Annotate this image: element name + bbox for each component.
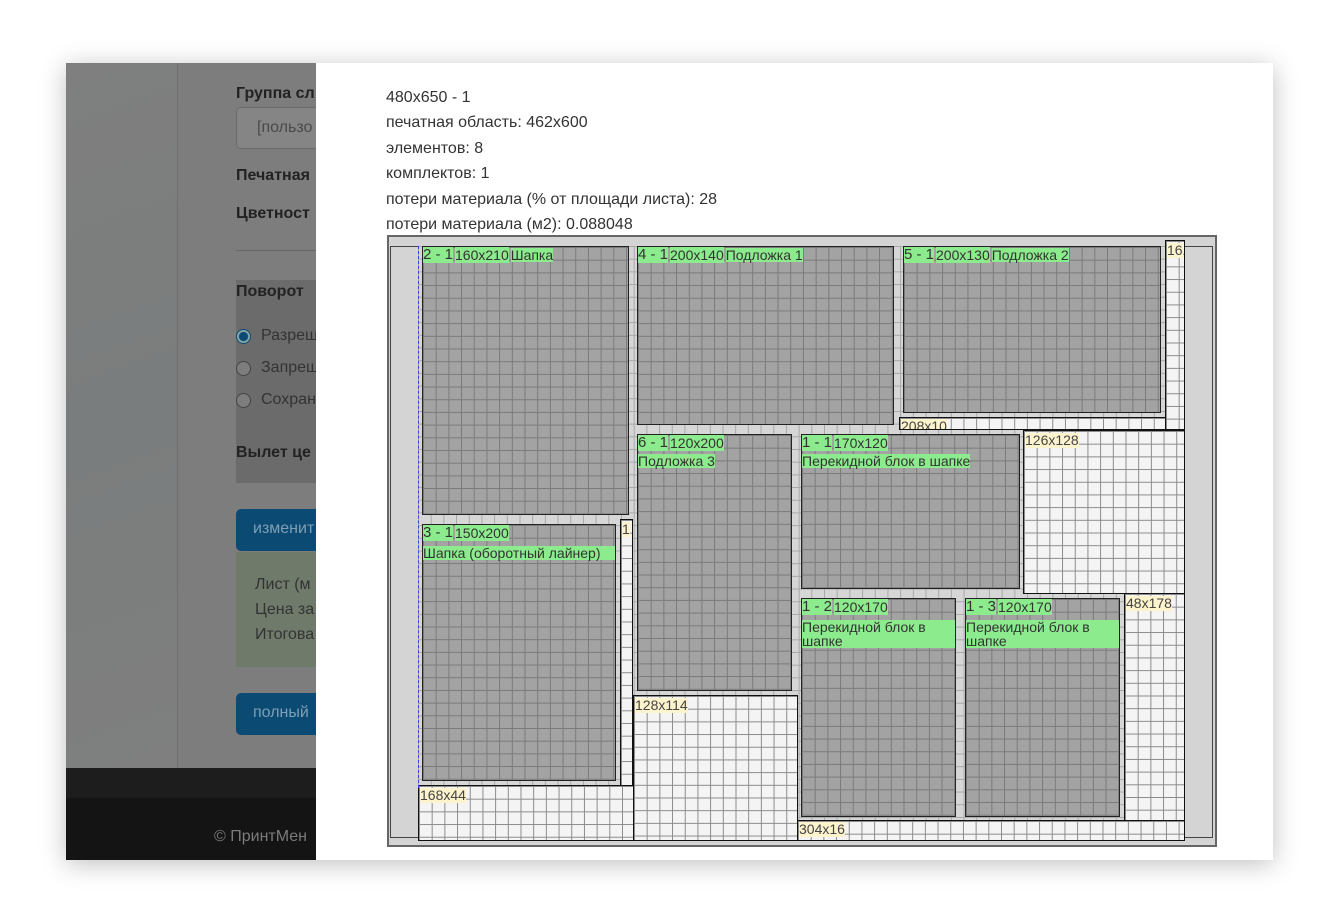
- waste-label: 208x10: [901, 419, 947, 429]
- rotation-radio-forbid[interactable]: [236, 361, 251, 376]
- item-size: 150x200: [455, 525, 509, 541]
- waste-piece: 128x114: [633, 695, 798, 841]
- item-size: 160x210: [455, 247, 509, 263]
- summary-line: Лист (м: [255, 576, 311, 593]
- item-id: 3 - 1: [423, 524, 454, 541]
- waste-label: 128x114: [635, 697, 688, 713]
- item-name: Перекидной блок в шапке: [802, 453, 971, 469]
- info-line: комплектов: 1: [386, 165, 490, 183]
- waste-piece: 16: [1165, 240, 1185, 430]
- waste-piece: 304x16: [797, 820, 1185, 841]
- waste-piece: 48x178: [1124, 593, 1185, 821]
- item-size: 200x140: [670, 247, 724, 263]
- item-size: 200x130: [936, 247, 990, 263]
- item-name: Подложка 3: [638, 453, 715, 469]
- group-label: Группа сл: [236, 85, 315, 102]
- item-id: 1 - 3: [966, 598, 997, 615]
- footer: [66, 798, 316, 860]
- item-size: 120x170: [834, 599, 888, 615]
- waste-label: 126x128: [1025, 432, 1079, 448]
- info-line: потери материала (% от площади листа): 2…: [386, 190, 718, 208]
- color-label: Цветност: [236, 205, 310, 222]
- rotation-panel: [236, 280, 326, 483]
- waste-label: 168x44: [420, 787, 466, 803]
- rotation-label: Поворот: [236, 283, 304, 300]
- waste-label: 304x16: [799, 821, 845, 837]
- waste-piece: 168x44: [418, 785, 634, 841]
- rotation-radio-allow[interactable]: [236, 329, 251, 344]
- item-id: 5 - 1: [904, 246, 935, 263]
- sheet-info: 480x650 - 1 печатная область: 462x600 эл…: [386, 85, 717, 237]
- change-button[interactable]: изменит: [236, 509, 326, 551]
- info-line: печатная область: 462x600: [386, 114, 588, 132]
- footer-top: [66, 768, 316, 798]
- waste-label: 16: [1167, 242, 1183, 258]
- item-name: Подложка 2: [991, 247, 1069, 263]
- info-line: потери материала (м2): 0.088048: [386, 216, 633, 234]
- item-size: 120x200: [670, 435, 724, 451]
- waste-label: 48x178: [1126, 595, 1172, 611]
- waste-piece: 208x10: [899, 417, 1166, 430]
- item-id: 4 - 1: [638, 246, 669, 263]
- waste-piece: 1: [620, 519, 633, 786]
- item-id: 1 - 2: [802, 598, 833, 615]
- waste-piece: 126x128: [1023, 430, 1185, 594]
- info-line: 480x650 - 1: [386, 89, 471, 106]
- rotation-option-label: Разреш: [261, 327, 318, 344]
- sidebar: [66, 63, 178, 768]
- divider: [236, 250, 326, 251]
- footer-copyright: © ПринтМен: [214, 828, 307, 845]
- rotation-option-label: Запрещ: [261, 359, 320, 376]
- item-id: 1 - 1: [802, 434, 833, 451]
- item-name: Шапка (оборотный лайнер): [423, 546, 615, 560]
- waste-label: 1: [622, 521, 630, 537]
- rotation-option-label: Сохран: [261, 391, 316, 408]
- print-area-boundary-line: [418, 246, 419, 788]
- summary-line: Цена за: [255, 601, 315, 618]
- item-id: 6 - 1: [638, 434, 669, 451]
- item-size: 170x120: [834, 435, 888, 451]
- group-select[interactable]: [пользо: [236, 107, 326, 149]
- item-name: Перекидной блок в шапке: [966, 620, 1119, 648]
- bleed-label: Вылет це: [236, 444, 311, 461]
- print-label: Печатная: [236, 167, 310, 184]
- item-id: 2 - 1: [423, 246, 454, 263]
- item-name: Шапка: [510, 247, 554, 263]
- item-size: 120x170: [998, 599, 1052, 615]
- full-button[interactable]: полный: [236, 693, 326, 735]
- item-name: Перекидной блок в шапке: [802, 620, 955, 648]
- rotation-radio-keep[interactable]: [236, 393, 251, 408]
- summary-box: Лист (м Цена за Итогова: [236, 552, 326, 667]
- summary-line: Итогова: [255, 626, 315, 643]
- item-name: Подложка 1: [725, 247, 803, 263]
- info-line: элементов: 8: [386, 139, 484, 157]
